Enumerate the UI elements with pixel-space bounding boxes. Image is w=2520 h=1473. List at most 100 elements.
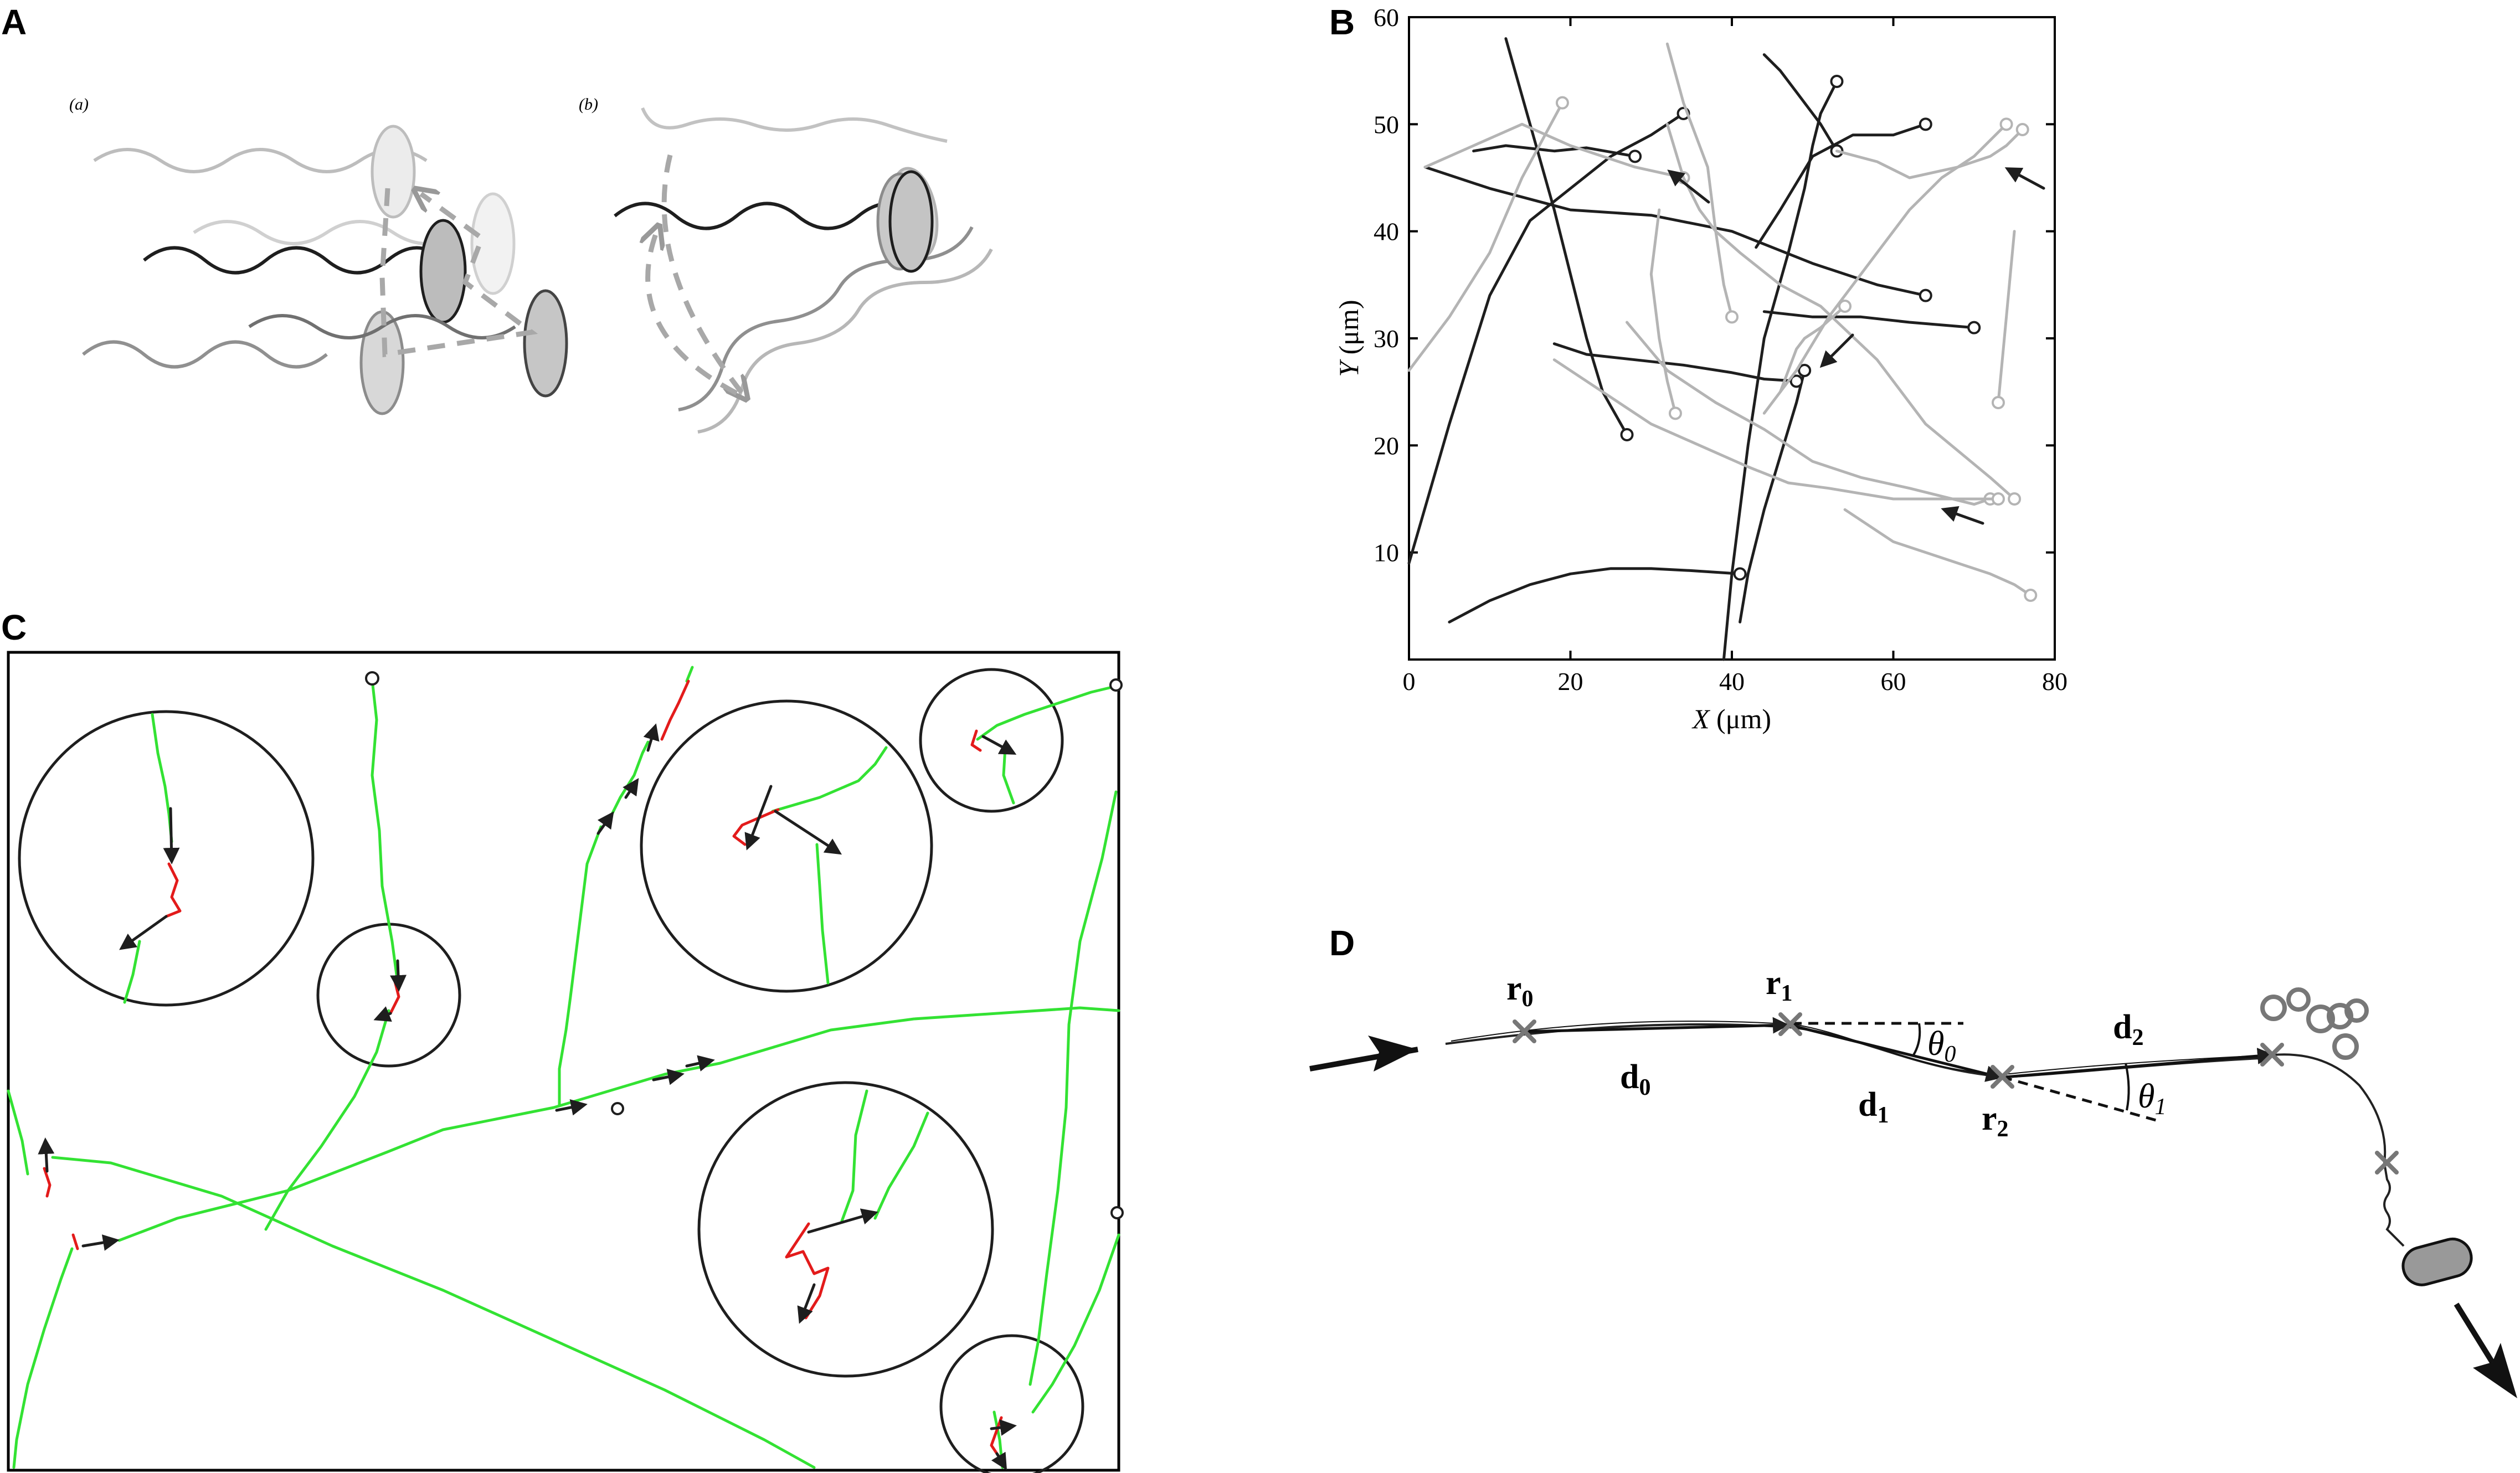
y-axis-title-var: Y: [1333, 359, 1364, 377]
label-r0: r0: [1506, 970, 1534, 1012]
run-track: [117, 1006, 1120, 1242]
panel-a-letter: A: [1, 2, 27, 42]
trajectory-end-marker: [1991, 492, 2005, 506]
panel-d: D: [1309, 923, 2517, 1398]
panel-a-sub-a-label: (a): [69, 95, 89, 114]
y-tick-label: 30: [1374, 325, 1399, 353]
panel-c: C: [1, 607, 1124, 1473]
reversal-arrow: [1667, 169, 1710, 204]
label-d2: d2: [2113, 1008, 2143, 1050]
tumble-segment: [660, 679, 690, 741]
theta1-reference: [2002, 1075, 2161, 1123]
run-track: [610, 740, 650, 816]
run-track: [264, 1009, 390, 1231]
trajectory-dark-9: [1552, 342, 1798, 383]
trajectory-light-21: [1997, 230, 2016, 404]
cell-trajectory: [1445, 1023, 2271, 1079]
label-r0-main: r: [1506, 970, 1522, 1007]
sample-point-marker: [1778, 1012, 1802, 1036]
label-d2-sub: 2: [2132, 1025, 2143, 1050]
direction-arrow: [797, 1283, 816, 1324]
trajectory-end-marker: [1628, 150, 1642, 163]
trajectory-dark-7: [1739, 369, 1806, 624]
trajectory-light-22: [1762, 122, 2008, 415]
direction-arrow: [981, 735, 1017, 755]
theta0-arc: [1912, 1023, 1921, 1056]
trajectory-end-marker: [1798, 364, 1812, 377]
direction-arrow: [991, 1451, 1007, 1471]
label-d0-main: d: [1620, 1058, 1639, 1096]
track-end-marker: [365, 671, 379, 686]
tumble-circle: [939, 1334, 1084, 1473]
trajectory-end-marker: [1967, 321, 1981, 334]
reversal-arrow: [1819, 333, 1854, 368]
trajectory-end-marker: [1999, 117, 2013, 131]
label-r0-sub: 0: [1522, 986, 1534, 1012]
panel-c-letter: C: [1, 607, 27, 647]
sample-point-marker: [2260, 1043, 2284, 1067]
x-tick-label: 80: [2042, 667, 2068, 696]
tumble-circles: [18, 668, 1084, 1473]
track-end-marker: [1109, 678, 1123, 692]
label-r1-main: r: [1766, 964, 1781, 1002]
tumble-circle: [316, 923, 461, 1068]
x-tick-label: 40: [1719, 667, 1745, 696]
tumble-circle: [640, 699, 933, 993]
tumble-loop: [2344, 998, 2369, 1023]
run-track: [558, 825, 603, 1106]
run-track: [123, 940, 141, 1004]
trajectory-light-11: [1407, 101, 1564, 372]
label-theta1-main: θ: [2138, 1078, 2154, 1115]
sample-point-marker: [1513, 1019, 1536, 1043]
label-r2: r2: [1982, 1100, 2009, 1142]
theta1-arc: [2125, 1063, 2130, 1111]
label-d2-main: d: [2113, 1008, 2132, 1046]
run-track: [976, 684, 1120, 741]
direction-arrows: [38, 723, 1017, 1471]
trajectory-end-marker: [1668, 406, 1682, 420]
direction-arrow: [38, 1137, 55, 1173]
trajectory-end-marker: [1555, 96, 1569, 110]
trajectory-dark-4: [1755, 122, 1927, 249]
label-r2-main: r: [1982, 1100, 1997, 1137]
label-theta1: θ1: [2138, 1078, 2166, 1120]
trajectory-end-marker: [1733, 567, 1747, 581]
direction-arrow: [990, 1419, 1017, 1436]
trajectory-dark-10: [1448, 567, 1742, 624]
label-theta0: θ0: [1927, 1025, 1956, 1067]
run-track: [51, 1156, 816, 1469]
trajectory-end-marker: [1789, 374, 1803, 388]
tumble-segment: [785, 1222, 830, 1320]
axis-ticks: [1408, 16, 2056, 660]
track-end-marker: [1110, 1206, 1124, 1219]
direction-arrow: [555, 1099, 588, 1116]
track-end-marker: [611, 1102, 624, 1115]
exit-arrowhead: [2473, 1343, 2517, 1398]
tumble-segment: [71, 1233, 79, 1250]
direction-arrow: [596, 811, 614, 835]
run-tracks: [7, 666, 1120, 1469]
trajectory-end-marker: [2015, 123, 2029, 136]
trajectory-light-15: [1649, 208, 1677, 415]
track-end-markers: [365, 671, 1124, 1219]
label-theta0-main: θ: [1927, 1025, 1944, 1063]
tracking-frame: [7, 651, 1120, 1472]
run-track: [840, 1089, 868, 1223]
x-axis-title: X (μm): [1691, 703, 1771, 734]
direction-arrow: [807, 1208, 878, 1234]
trajectory-end-marker: [1830, 75, 1844, 88]
label-theta0-sub: 0: [1944, 1042, 1956, 1067]
y-axis-title: Y (μm): [1333, 300, 1364, 377]
tumble-segment: [970, 729, 982, 752]
run-track: [815, 843, 830, 985]
reversal-arrows: [1667, 167, 2045, 525]
trajectory-series: [1407, 37, 2038, 661]
direction-arrow: [623, 778, 639, 799]
run-track: [1031, 1233, 1120, 1414]
tumble-segment: [43, 1167, 52, 1198]
trajectory-light-17: [1552, 358, 2000, 501]
trajectory-end-marker: [1838, 300, 1852, 313]
run-track: [151, 713, 173, 843]
